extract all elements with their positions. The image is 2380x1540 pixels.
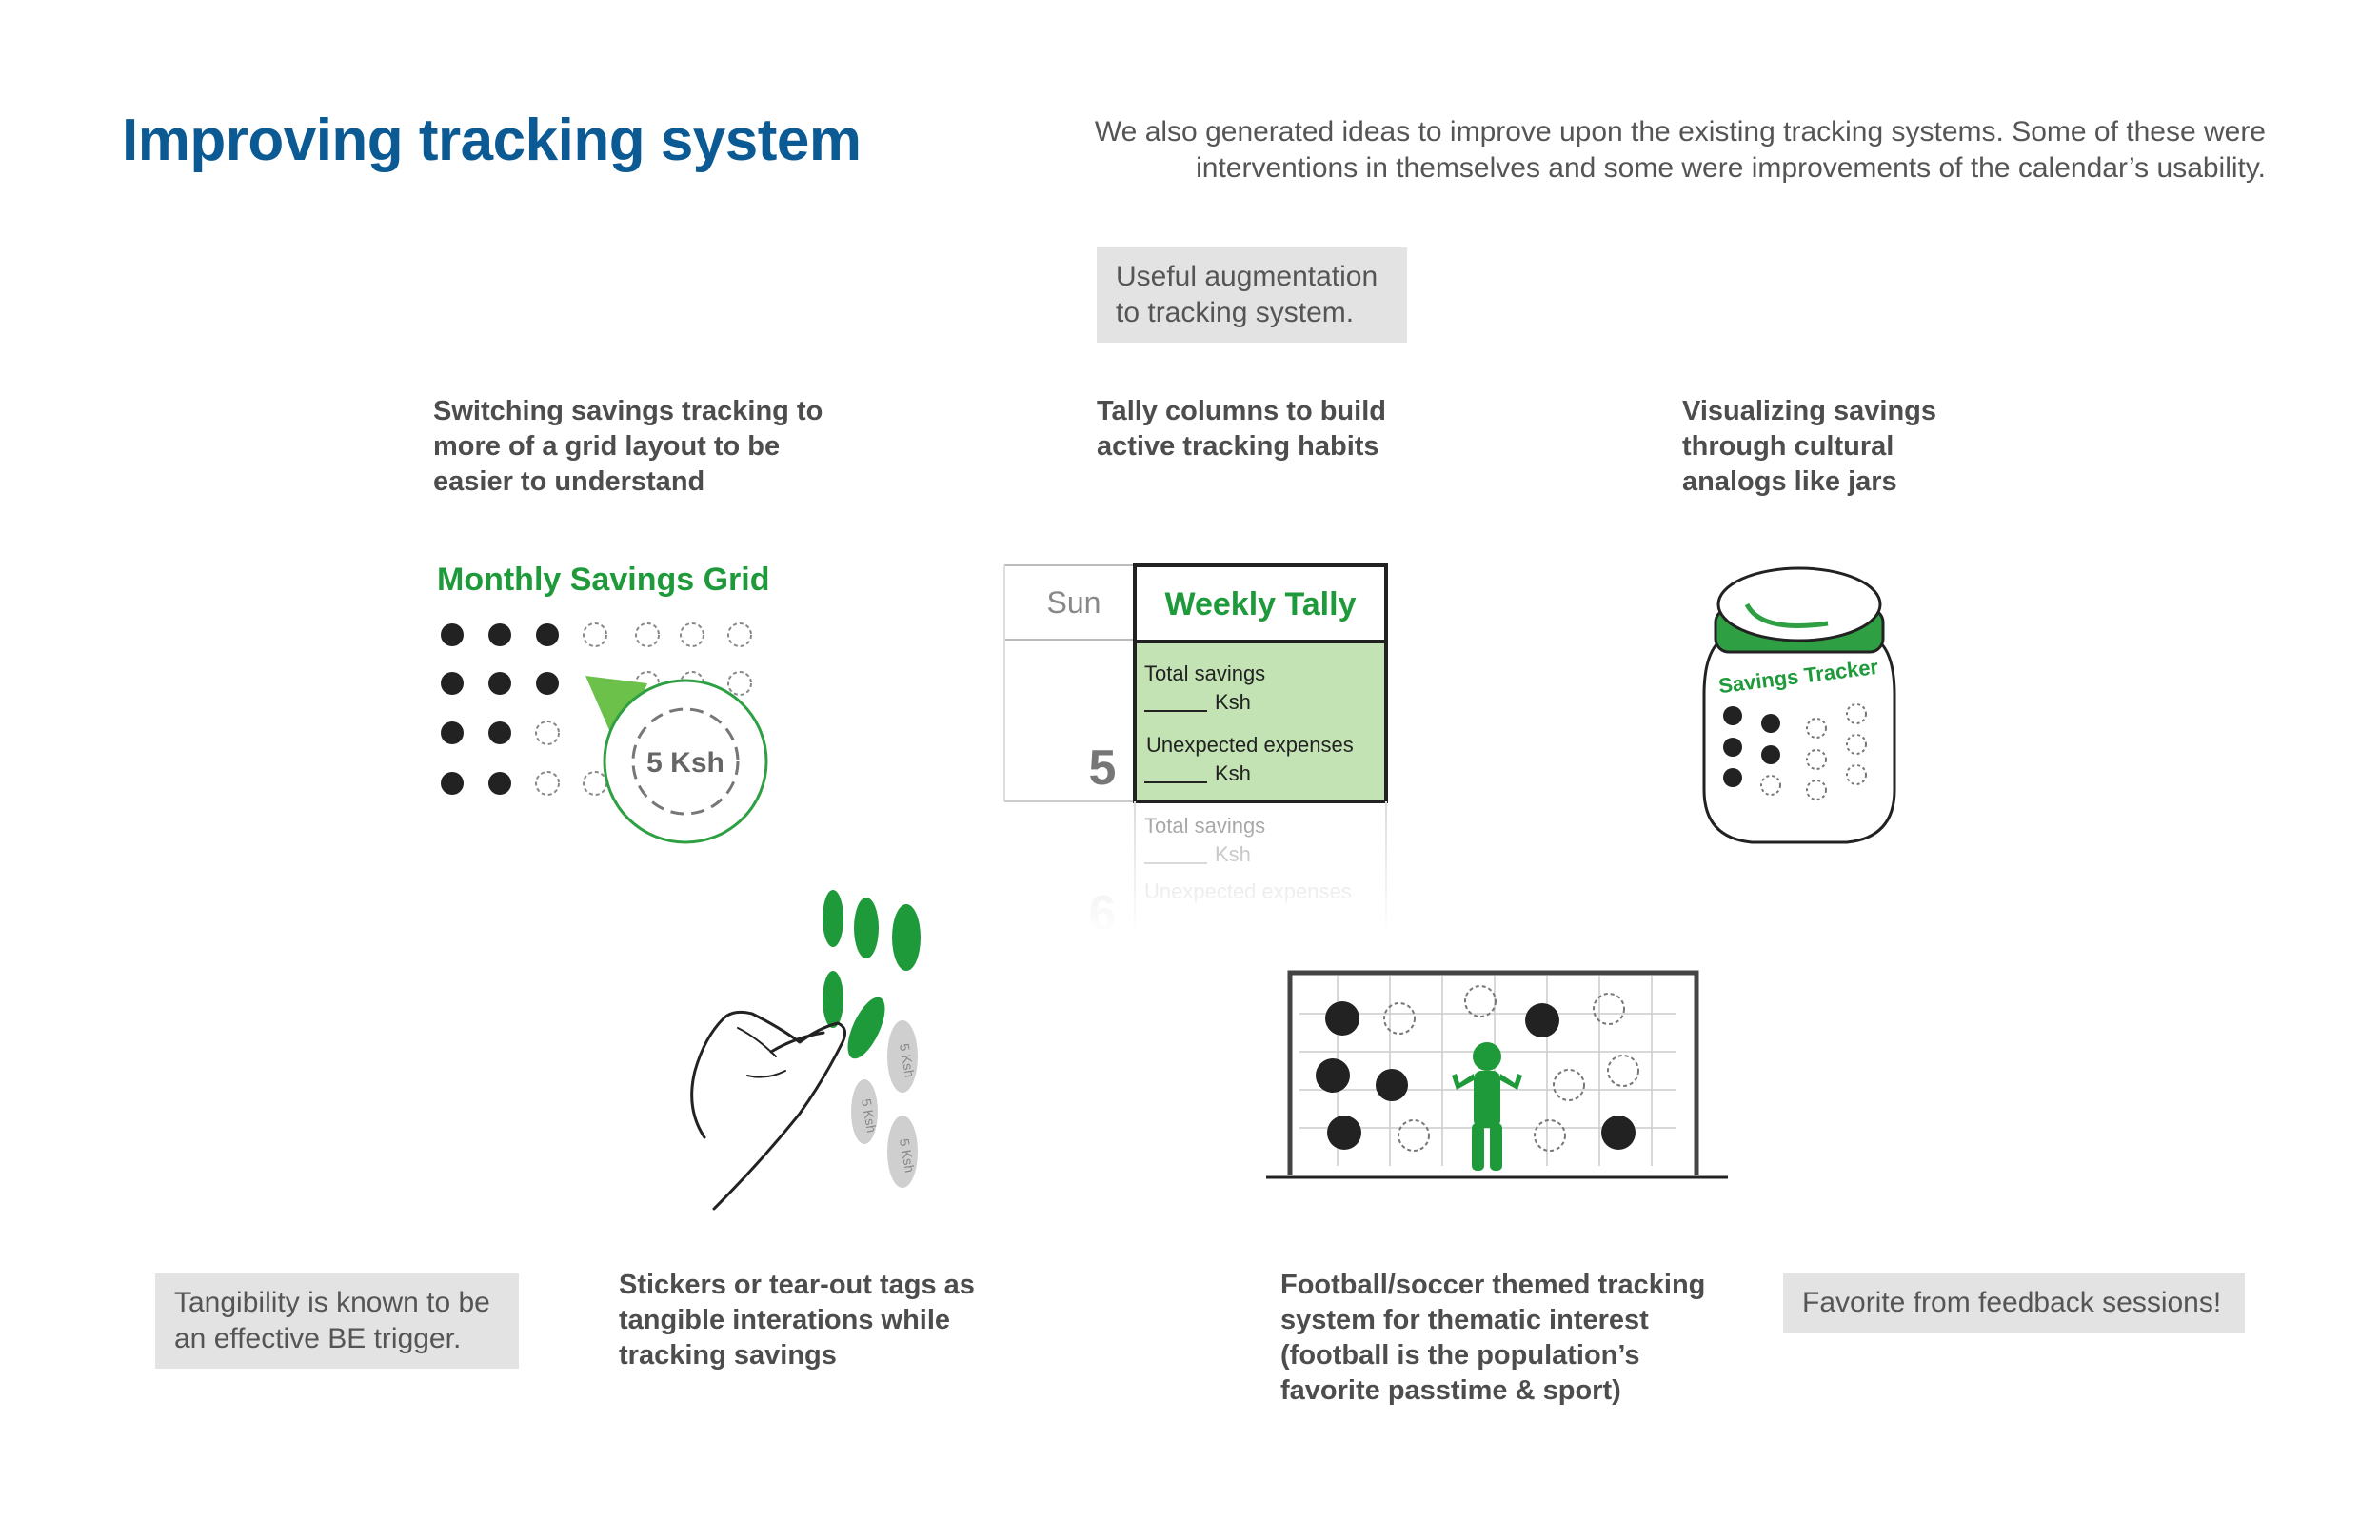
currency-label: Ksh (1215, 690, 1251, 714)
sticker-tags: 5 Ksh 5 Ksh 5 Ksh (666, 885, 933, 1218)
total-savings-label: Total savings (1144, 661, 1265, 685)
football-goal-tracker (1266, 961, 1728, 1185)
tag-label-1: 5 Ksh (897, 1042, 918, 1078)
sun-header: Sun (1047, 585, 1101, 620)
tag-label-2: 5 Ksh (859, 1097, 880, 1134)
weekly-tally-calendar: Sun 5 Weekly Tally Total savings Ksh Une… (990, 563, 1390, 941)
stickers-idea-caption: Stickers or tear-out tags as tangible in… (619, 1270, 975, 1371)
day-number: 5 (1089, 740, 1117, 796)
page-intro: We also generated ideas to improve upon … (1094, 116, 2266, 184)
football-idea-caption: Football/soccer themed tracking system f… (1280, 1270, 1706, 1406)
sticker-graphic: 5 Ksh 5 Ksh 5 Ksh (690, 890, 921, 1211)
jar-graphic: Savings Tracker (1702, 566, 1896, 844)
currency-label-2: Ksh (1215, 761, 1251, 785)
favorite-note: Favorite from feedback sessions! (1783, 1273, 2245, 1333)
jar-idea-caption: Visualizing savings through cultural ana… (1682, 396, 1937, 497)
tag-label-3: 5 Ksh (897, 1137, 918, 1174)
tally-idea-caption: Tally columns to build active tracking h… (1097, 396, 1386, 462)
unexpected-expenses-label: Unexpected expenses (1146, 733, 1354, 757)
monthly-savings-grid: Monthly Savings Grid 5 Ksh (433, 562, 785, 866)
tangibility-note: Tangibility is known to be an effective … (155, 1273, 519, 1369)
savings-grid-graphic: 5 Ksh (441, 622, 768, 844)
page-title: Improving tracking system (122, 108, 862, 173)
football-graphic (1266, 970, 1728, 1179)
savings-jar: Savings Tracker (1695, 552, 1904, 857)
big-coin-label: 5 Ksh (646, 747, 724, 779)
augmentation-note: Useful augmentation to tracking system. (1097, 247, 1407, 343)
grid-idea-caption: Switching savings tracking to more of a … (433, 396, 823, 497)
weekly-tally-header: Weekly Tally (1165, 586, 1357, 622)
grid-heading: Monthly Savings Grid (437, 562, 770, 598)
tally-graphic: Sun 5 Weekly Tally Total savings Ksh Une… (990, 563, 1390, 941)
